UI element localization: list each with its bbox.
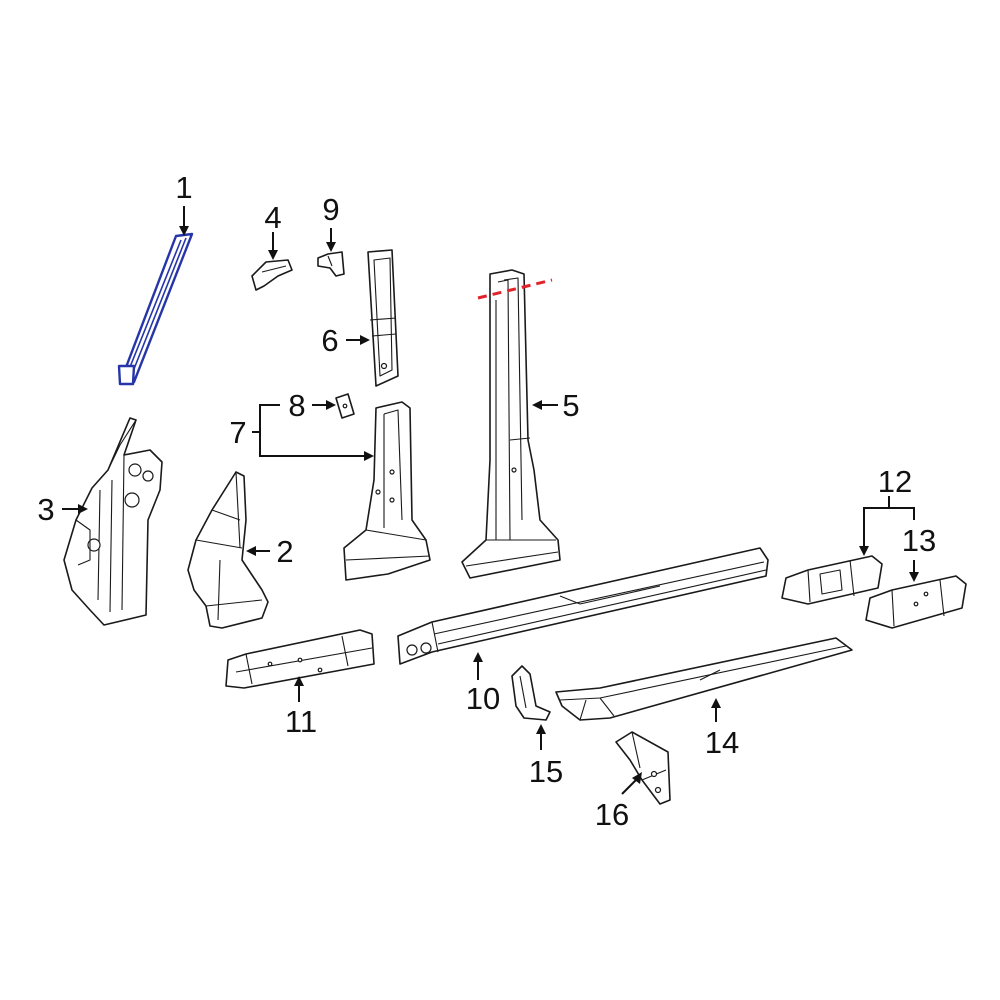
callout-4: 4 [264, 200, 281, 235]
part-12[interactable] [781, 555, 883, 605]
callout-12: 12 [878, 464, 912, 499]
part-4[interactable] [251, 259, 293, 291]
part-15[interactable] [511, 665, 551, 721]
cut-line [477, 278, 553, 300]
callout-6: 6 [321, 323, 338, 358]
callout-5: 5 [562, 388, 579, 423]
callout-16: 16 [595, 797, 629, 832]
part-14[interactable] [555, 637, 853, 721]
callout-10: 10 [466, 681, 500, 716]
callout-11: 11 [285, 704, 317, 739]
part-7[interactable] [343, 401, 431, 581]
callout-2: 2 [276, 534, 293, 569]
part-13[interactable] [865, 575, 967, 629]
part-2[interactable] [187, 471, 269, 629]
part-8[interactable] [335, 393, 355, 419]
part-9[interactable] [317, 251, 345, 277]
callout-13: 13 [902, 523, 936, 558]
leader-lines [62, 206, 919, 795]
part-6[interactable] [367, 249, 399, 387]
callout-3: 3 [37, 492, 54, 527]
part-10[interactable] [397, 547, 769, 665]
callout-8: 8 [288, 388, 305, 423]
callout-1: 1 [175, 170, 192, 205]
part-16[interactable] [615, 731, 671, 805]
part-1-highlighted[interactable] [117, 232, 194, 386]
callout-14: 14 [705, 725, 739, 760]
callout-9: 9 [322, 192, 339, 227]
callout-7: 7 [229, 415, 246, 450]
callout-labels: 1 4 9 6 8 7 5 3 2 12 13 10 11 14 15 16 [37, 170, 936, 832]
part-5[interactable] [461, 269, 561, 579]
part-11[interactable] [225, 629, 375, 689]
callout-15: 15 [529, 754, 563, 789]
part-3[interactable] [63, 417, 163, 626]
